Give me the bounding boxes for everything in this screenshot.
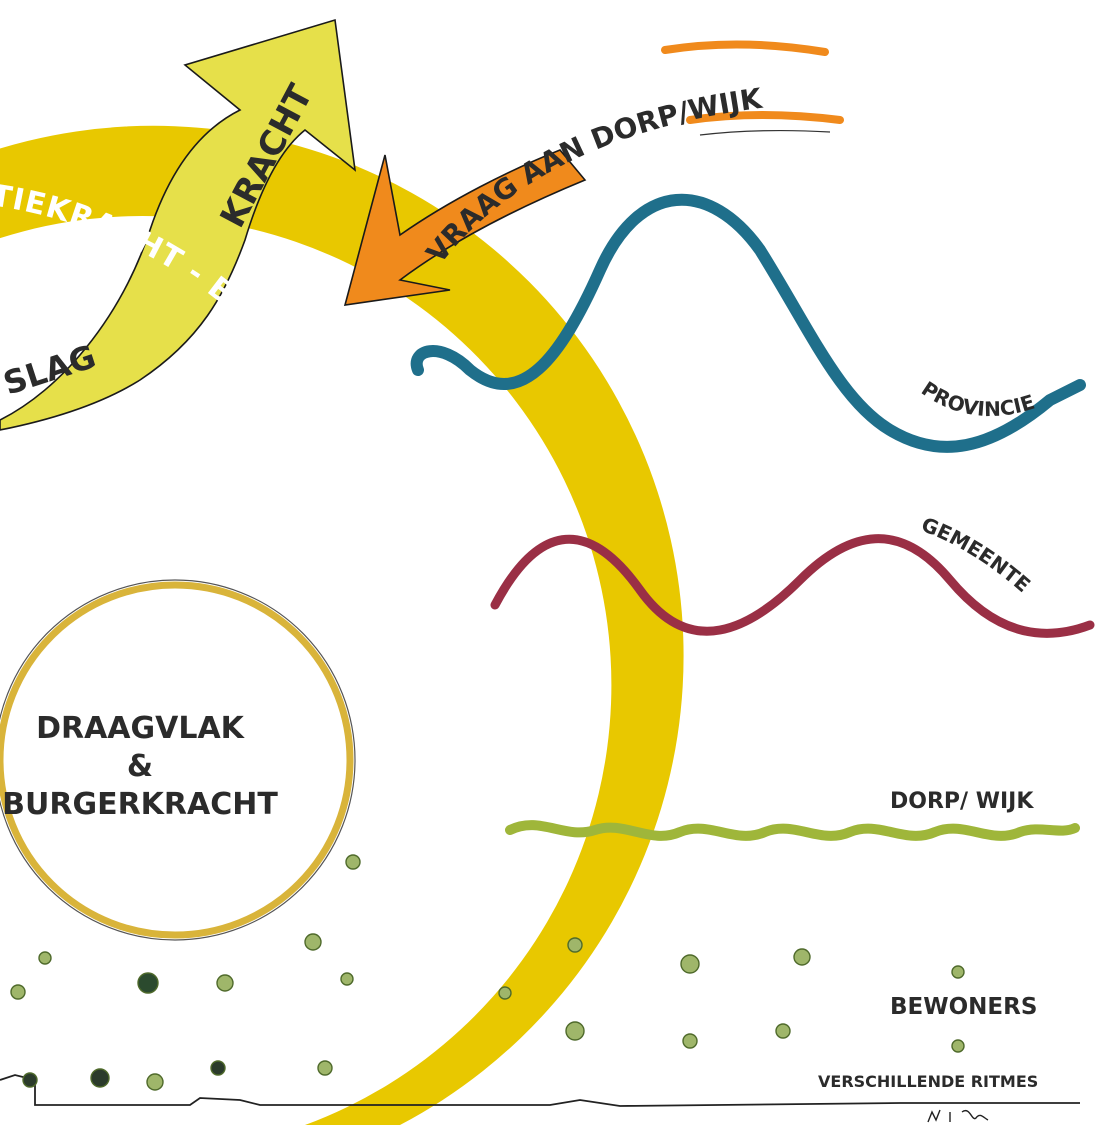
dot — [10, 984, 26, 1000]
dot — [317, 1060, 333, 1076]
dot — [38, 951, 52, 965]
kracht-arrow — [0, 18, 357, 431]
bewoners-label: BEWONERS — [890, 994, 1037, 1020]
signature — [927, 1109, 989, 1123]
dot — [498, 986, 512, 1000]
center-line2: & — [127, 749, 153, 784]
dot — [951, 965, 965, 979]
center-circle-outline — [0, 579, 356, 941]
dot — [22, 1072, 38, 1088]
gemeente-label-path: GEMEENTE — [918, 512, 1035, 597]
dot — [137, 972, 159, 994]
dot — [565, 1021, 585, 1041]
center-line3: BURGERKRACHT — [2, 787, 278, 822]
center-circle — [0, 581, 354, 939]
ring-arc — [0, 125, 684, 1125]
dot — [567, 937, 583, 953]
vraag-arrow — [343, 149, 587, 306]
center-line1: DRAAGVLAK — [36, 711, 246, 746]
dot — [345, 854, 361, 870]
dot — [793, 948, 811, 966]
dorp-wijk-wave — [505, 820, 1080, 841]
dot — [682, 1033, 698, 1049]
dot — [775, 1023, 791, 1039]
provincie-wave — [410, 193, 1086, 453]
dot — [680, 954, 700, 974]
dot — [90, 1068, 110, 1088]
accent-stroke-bottom — [686, 111, 844, 124]
footer-label: VERSCHILLENDE RITMES — [818, 1072, 1038, 1091]
gemeente-label: GEMEENTE — [918, 512, 1035, 597]
dot — [210, 1060, 226, 1076]
dorp-wijk-label: DORP/ WIJK — [890, 789, 1034, 814]
dot — [340, 972, 354, 986]
accent-stroke-top — [661, 40, 829, 56]
dot — [951, 1039, 965, 1053]
dot — [146, 1073, 164, 1091]
gemeente-wave — [490, 534, 1095, 638]
accent-line — [699, 129, 831, 136]
provincie-label: PROVINCIE — [917, 376, 1037, 421]
bewoners-dots — [10, 854, 965, 1091]
dot — [216, 974, 234, 992]
dot — [304, 933, 322, 951]
provincie-label-path: PROVINCIE — [917, 376, 1037, 421]
